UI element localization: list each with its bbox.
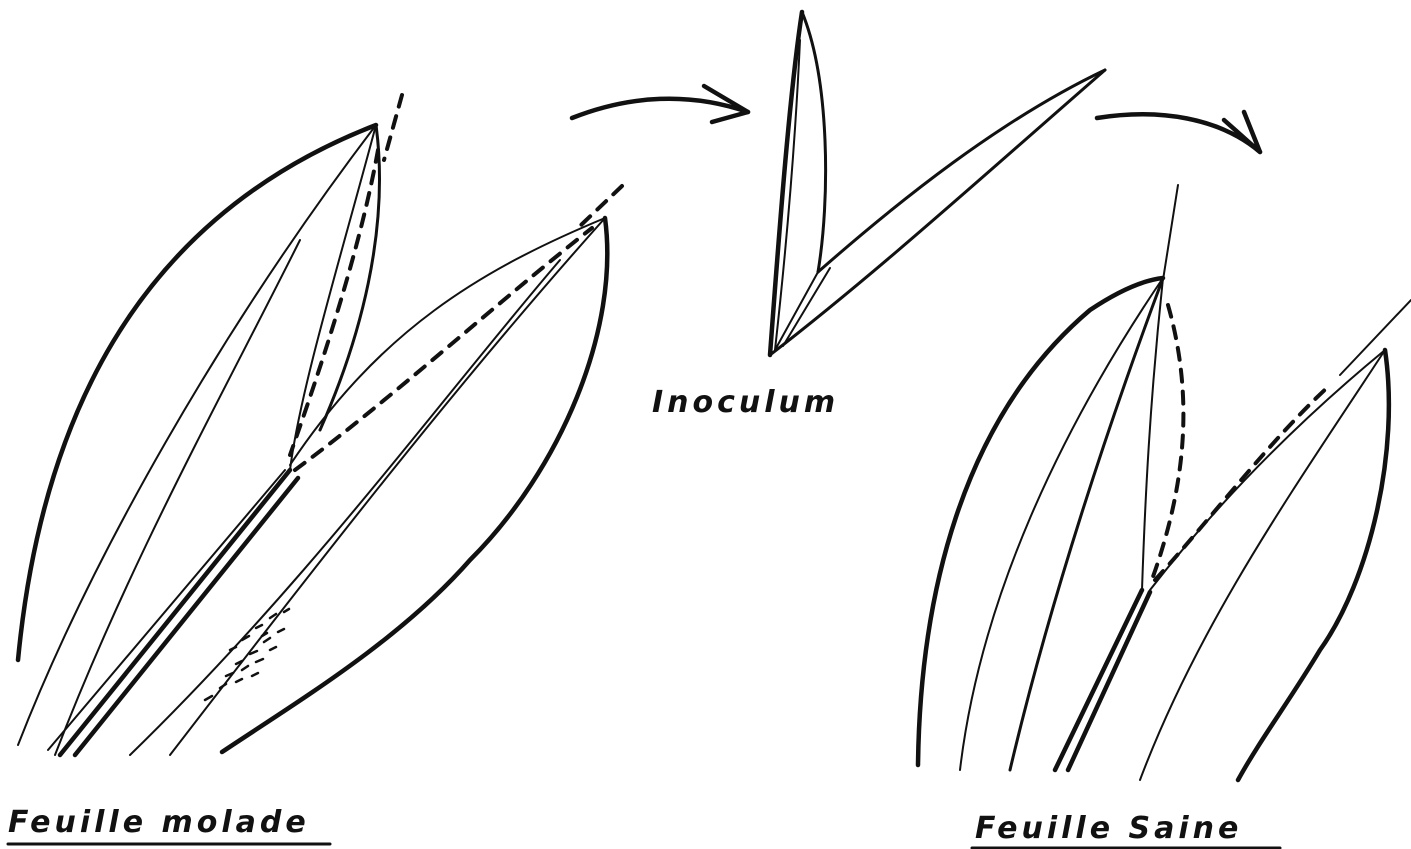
healthy-leaf-right-blade-midrib bbox=[1140, 350, 1385, 780]
arrow-to-healthy-leaf bbox=[1097, 112, 1260, 152]
inoculum-label: Inoculum bbox=[652, 385, 839, 420]
diseased-leaf-right-blade-inner-line bbox=[130, 260, 560, 755]
healthy-leaf-label-group: Feuille Saine bbox=[972, 811, 1280, 848]
inoculum-left-blade-edge bbox=[770, 12, 802, 355]
diseased-leaf-left-blade-inner-edge bbox=[18, 125, 376, 745]
diseased-leaf-stem-line-3 bbox=[48, 470, 285, 750]
healthy-leaf-right-blade-upper-edge bbox=[1150, 350, 1385, 590]
diseased-leaf-dashed-tip-1 bbox=[384, 95, 402, 160]
inoculum-right-blade-lower-edge bbox=[770, 70, 1105, 355]
diseased-leaf-right-blade-midrib bbox=[170, 218, 605, 755]
inoculum-left-blade-midrib bbox=[775, 40, 800, 350]
healthy-leaf-stem-line-2 bbox=[1068, 592, 1150, 770]
healthy-leaf-left-blade-outer-edge bbox=[918, 278, 1163, 765]
diseased-leaf-drawing bbox=[18, 95, 622, 755]
healthy-leaf-dashed-cut-1 bbox=[1150, 305, 1183, 585]
diseased-leaf-left-inner-line bbox=[55, 240, 300, 755]
healthy-leaf-left-blade-right-edge bbox=[1010, 278, 1163, 770]
inoculum-left-blade-right-edge bbox=[802, 12, 826, 272]
healthy-leaf-label: Feuille Saine bbox=[975, 811, 1242, 846]
diseased-leaf-dashed-cut-2 bbox=[295, 228, 592, 470]
healthy-leaf-drawing bbox=[918, 185, 1411, 780]
arrow-to-inoculum bbox=[572, 86, 748, 122]
inoculum-drawing bbox=[770, 12, 1105, 355]
inoculum-base-line-2 bbox=[783, 268, 830, 346]
healthy-leaf-right-blade-outer-edge bbox=[1238, 350, 1389, 780]
healthy-leaf-needle bbox=[1163, 185, 1178, 280]
diseased-leaf-label-group: Feuille molade bbox=[8, 805, 330, 844]
diseased-leaf-stem-line-2 bbox=[75, 478, 298, 755]
diseased-leaf-left-blade-midrib bbox=[290, 125, 376, 470]
diseased-leaf-left-blade-right-edge bbox=[320, 125, 379, 430]
healthy-leaf-stem-line-1 bbox=[1055, 590, 1142, 770]
diseased-leaf-stem-line-1 bbox=[60, 470, 290, 755]
diseased-leaf-label: Feuille molade bbox=[8, 805, 310, 840]
inoculum-right-blade-upper-edge bbox=[818, 70, 1105, 272]
healthy-leaf-left-blade-midrib bbox=[960, 278, 1163, 770]
diseased-leaf-left-blade-outer-edge bbox=[18, 125, 376, 660]
